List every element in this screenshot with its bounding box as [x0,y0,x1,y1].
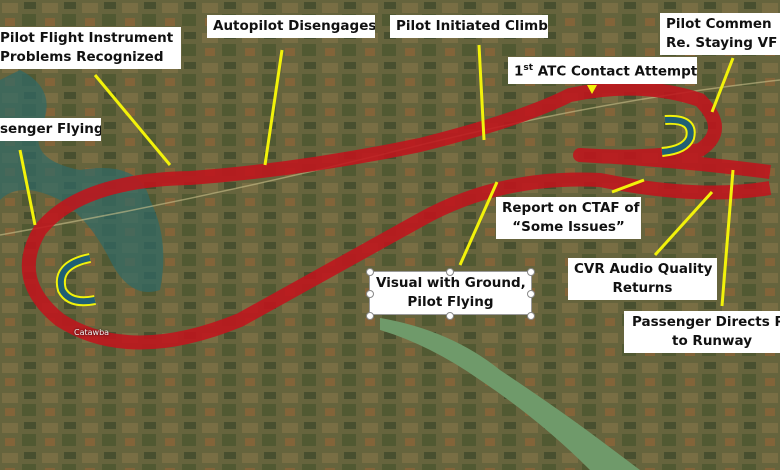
callout-ctaf[interactable]: Report on CTAF of “Some Issues” [496,197,641,239]
river [380,318,640,470]
callout-text: Pilot Flying [407,294,494,310]
callout-passenger-flying[interactable]: senger Flying [0,118,101,141]
callout-atc-contact[interactable]: 1st ATC Contact Attempt [508,57,697,84]
callout-text: Pilot Flight Instrument [0,30,174,46]
callout-text: senger Flying [0,121,101,137]
arrow-icon [587,85,597,94]
callout-text: CVR Audio Quality [574,261,713,277]
callout-text: 1st ATC Contact Attempt [514,63,697,80]
callout-passenger-directs[interactable]: Passenger Directs Pi to Runway [624,311,780,353]
callout-text: to Runway [672,333,753,349]
resize-handle[interactable] [527,312,535,320]
resize-handle[interactable] [446,312,454,320]
callout-lines [18,44,735,307]
callout-text: Pilot Commen [666,16,772,32]
callout-text: Visual with Ground, [376,275,526,291]
resize-handle[interactable] [366,290,374,298]
resize-handle[interactable] [527,290,535,298]
callout-text: “Some Issues” [512,219,625,235]
resize-handle[interactable] [366,312,374,320]
place-label: Catawba [74,328,110,337]
callout-text: Problems Recognized [0,49,164,65]
callout-text: Passenger Directs Pi [632,314,780,330]
callout-autopilot[interactable]: Autopilot Disengages [207,15,375,38]
resize-handle[interactable] [446,268,454,276]
callout-text: Returns [612,280,673,296]
callout-climb[interactable]: Pilot Initiated Climb [390,15,548,38]
flight-path [21,81,772,350]
resize-handle[interactable] [527,268,535,276]
callout-visual-ground[interactable]: Visual with Ground, Pilot Flying [369,271,532,315]
callout-text: Autopilot Disengages [213,18,375,34]
callout-text: Re. Staying VF [666,35,778,51]
callout-text: Pilot Initiated Climb [396,18,548,34]
callout-text: Report on CTAF of [502,200,640,216]
resize-handle[interactable] [366,268,374,276]
